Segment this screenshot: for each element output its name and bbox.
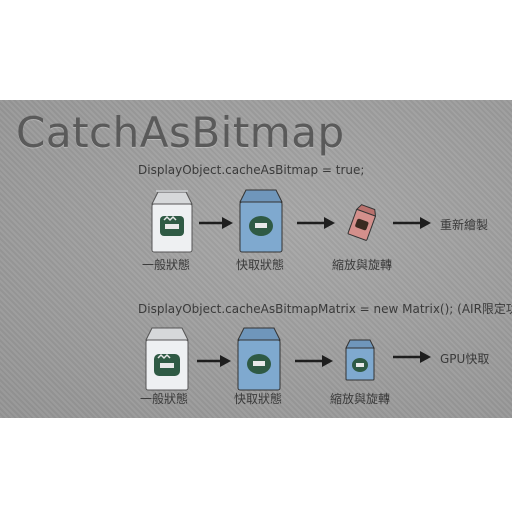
milk-carton-icon xyxy=(239,189,283,253)
row2-code: DisplayObject.cacheAsBitmapMatrix = new … xyxy=(138,302,512,316)
row1-code: DisplayObject.cacheAsBitmap = true; xyxy=(138,163,365,177)
row2-label-normal: 一般狀態 xyxy=(140,392,189,406)
milk-carton-icon xyxy=(345,339,375,381)
arrow-right-icon xyxy=(393,217,431,229)
slide-title: CatchAsBitmap xyxy=(16,108,345,157)
row1-result: 重新繪製 xyxy=(440,218,489,232)
arrow-right-icon xyxy=(199,217,233,229)
row2-label-transform: 縮放與旋轉 xyxy=(330,392,391,406)
arrow-right-icon xyxy=(393,351,431,363)
row1-label-transform: 縮放與旋轉 xyxy=(332,258,393,272)
milk-carton-icon xyxy=(237,327,281,391)
milk-carton-icon xyxy=(151,190,193,253)
milk-carton-icon xyxy=(145,327,189,391)
arrow-right-icon xyxy=(295,355,333,367)
row1-label-cached: 快取狀態 xyxy=(236,258,285,272)
row2-result: GPU快取 xyxy=(440,352,490,366)
milk-carton-icon xyxy=(347,204,377,241)
row1-label-normal: 一般狀態 xyxy=(142,258,191,272)
slide-background xyxy=(0,100,512,418)
arrow-right-icon xyxy=(197,355,231,367)
row2-label-cached: 快取狀態 xyxy=(234,392,283,406)
arrow-right-icon xyxy=(297,217,335,229)
